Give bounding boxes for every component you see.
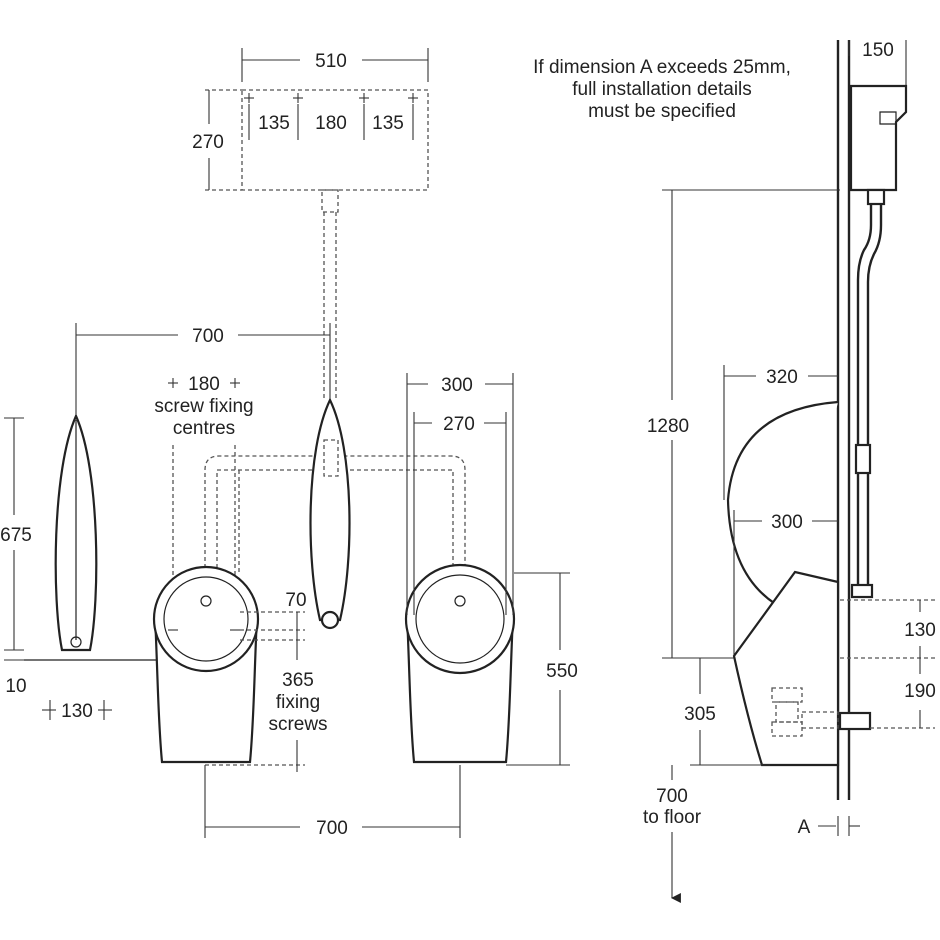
dim-180-label: 180 xyxy=(315,113,347,134)
cistern-side xyxy=(849,84,908,192)
dim-270-front-label: 270 xyxy=(443,414,475,435)
dim-365-label: 365 xyxy=(282,670,314,691)
cistern-front-view: 510 135 180 135 270 xyxy=(192,48,429,400)
spreader-icon-right xyxy=(454,595,466,607)
pipe-coupling xyxy=(854,443,872,475)
floor-label: to floor xyxy=(643,807,702,828)
divider-centre xyxy=(309,397,351,630)
installation-note: If dimension A exceeds 25mm, full instal… xyxy=(533,57,791,122)
dim-550-label: 550 xyxy=(546,661,578,682)
dim-70-label: 70 xyxy=(285,590,306,611)
dim-270-cistern-label: 270 xyxy=(192,132,224,153)
side-view: 150 1280 320 300 xyxy=(643,40,936,903)
screw-centres-line-2: centres xyxy=(173,418,235,439)
fixing-screws-line-1: fixing xyxy=(276,692,320,713)
dim-10-label: 10 xyxy=(5,676,26,697)
dim-130-side-label: 130 xyxy=(904,620,936,641)
waste-trap xyxy=(771,687,872,737)
dim-510-label: 510 xyxy=(315,51,347,72)
cistern-fixing-points xyxy=(244,93,418,103)
flush-pipe-side xyxy=(856,204,873,595)
cistern-outline xyxy=(241,89,429,191)
urinal-spacing-top: 700 xyxy=(75,323,331,414)
dim-130-divider-label: 130 xyxy=(61,701,93,722)
dim-135-left-label: 135 xyxy=(258,113,290,134)
note-line-3: must be specified xyxy=(588,101,736,122)
dim-1280-label: 1280 xyxy=(647,416,689,437)
front-urinal-right: 300 270 550 xyxy=(404,373,578,766)
dim-300-side-label: 300 xyxy=(771,512,803,533)
cistern-outlet xyxy=(321,189,339,213)
dim-180-screw-label: 180 xyxy=(188,374,220,395)
note-line-1: If dimension A exceeds 25mm, xyxy=(533,57,791,78)
fixing-screws-line-2: screws xyxy=(268,714,327,735)
dim-675-label: 675 xyxy=(0,525,32,546)
divider-drain-icon xyxy=(70,636,82,648)
floor-value-label: 700 xyxy=(656,786,688,807)
dim-190-label: 190 xyxy=(904,681,936,702)
dim-320-label: 320 xyxy=(766,367,798,388)
centre-divider-foot xyxy=(320,610,340,630)
dim-300-front-label: 300 xyxy=(441,375,473,396)
note-line-2: full installation details xyxy=(572,79,752,100)
dim-a-label: A xyxy=(798,817,811,838)
front-urinal-left: 180 screw fixing centres 70 365 fixing s… xyxy=(152,374,466,772)
spreader-icon xyxy=(200,595,212,607)
urinal-bowl-rim-right xyxy=(404,563,516,675)
dim-700-bottom-label: 700 xyxy=(316,818,348,839)
centre-divider-outline xyxy=(309,397,351,622)
dim-135-right-label: 135 xyxy=(372,113,404,134)
spreader-connector xyxy=(850,583,874,599)
screw-centres-line-1: screw fixing xyxy=(154,396,253,417)
urinal-spacing-bottom: 700 xyxy=(204,765,461,839)
dim-700-top-label: 700 xyxy=(192,326,224,347)
dim-150-label: 150 xyxy=(862,40,894,61)
urinal-bowl-rim xyxy=(152,565,260,673)
divider-side xyxy=(726,400,839,614)
dim-305-label: 305 xyxy=(684,704,716,725)
